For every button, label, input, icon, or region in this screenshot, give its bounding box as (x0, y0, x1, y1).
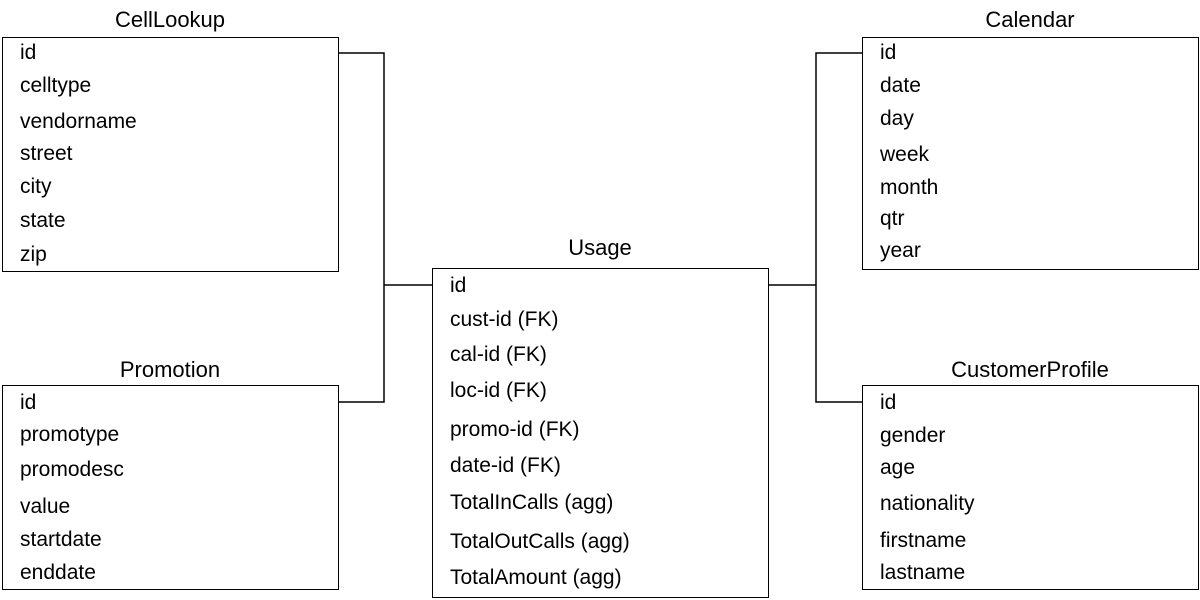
calendar-field: qtr (880, 207, 905, 230)
link-celllookup-usage (338, 52, 385, 403)
usage-field: TotalOutCalls (agg) (450, 530, 630, 553)
calendar-field: day (880, 107, 914, 130)
celllookup-field: street (20, 142, 73, 165)
usage-field: cal-id (FK) (450, 343, 547, 366)
calendar-field: id (880, 41, 897, 64)
customerprofile-field: age (880, 456, 916, 479)
celllookup-field: city (20, 175, 52, 198)
promotion-field: value (20, 495, 71, 518)
calendar-title: Calendar (985, 7, 1075, 32)
calendar-field: year (880, 239, 921, 262)
promotion-field: promodesc (20, 458, 124, 481)
customerprofile-title: CustomerProfile (951, 357, 1109, 382)
usage-entity-box (432, 268, 769, 598)
promotion-field: startdate (20, 528, 102, 551)
celllookup-entity-box (2, 37, 339, 272)
promotion-field: id (20, 391, 37, 414)
calendar-field: month (880, 176, 939, 199)
usage-field: loc-id (FK) (450, 379, 547, 402)
customerprofile-field: nationality (880, 492, 975, 515)
promotion-field: promotype (20, 423, 120, 446)
celllookup-field: id (20, 41, 37, 64)
customerprofile-field: firstname (880, 529, 967, 552)
promotion-entity-box (2, 385, 339, 590)
celllookup-field: zip (20, 243, 47, 266)
usage-field: id (450, 274, 467, 297)
usage-field: TotalInCalls (agg) (450, 491, 614, 514)
celllookup-field: state (20, 209, 66, 232)
usage-field: cust-id (FK) (450, 308, 559, 331)
customerprofile-entity-box (862, 385, 1199, 590)
calendar-field: date (880, 74, 921, 97)
customerprofile-field: id (880, 391, 897, 414)
calendar-entity-box (862, 37, 1199, 270)
calendar-field: week (880, 143, 930, 166)
promotion-field: enddate (20, 561, 96, 584)
usage-field: date-id (FK) (450, 454, 561, 477)
promotion-title: Promotion (119, 357, 221, 382)
customerprofile-field: lastname (880, 561, 966, 584)
usage-field: TotalAmount (agg) (450, 566, 622, 589)
customerprofile-field: gender (880, 424, 946, 447)
usage-title: Usage (568, 235, 632, 260)
celllookup-field: vendorname (20, 110, 137, 133)
celllookup-field: celltype (20, 74, 92, 97)
usage-field: promo-id (FK) (450, 418, 580, 441)
celllookup-title: CellLookup (114, 7, 226, 32)
link-calendar-usage (815, 52, 862, 403)
